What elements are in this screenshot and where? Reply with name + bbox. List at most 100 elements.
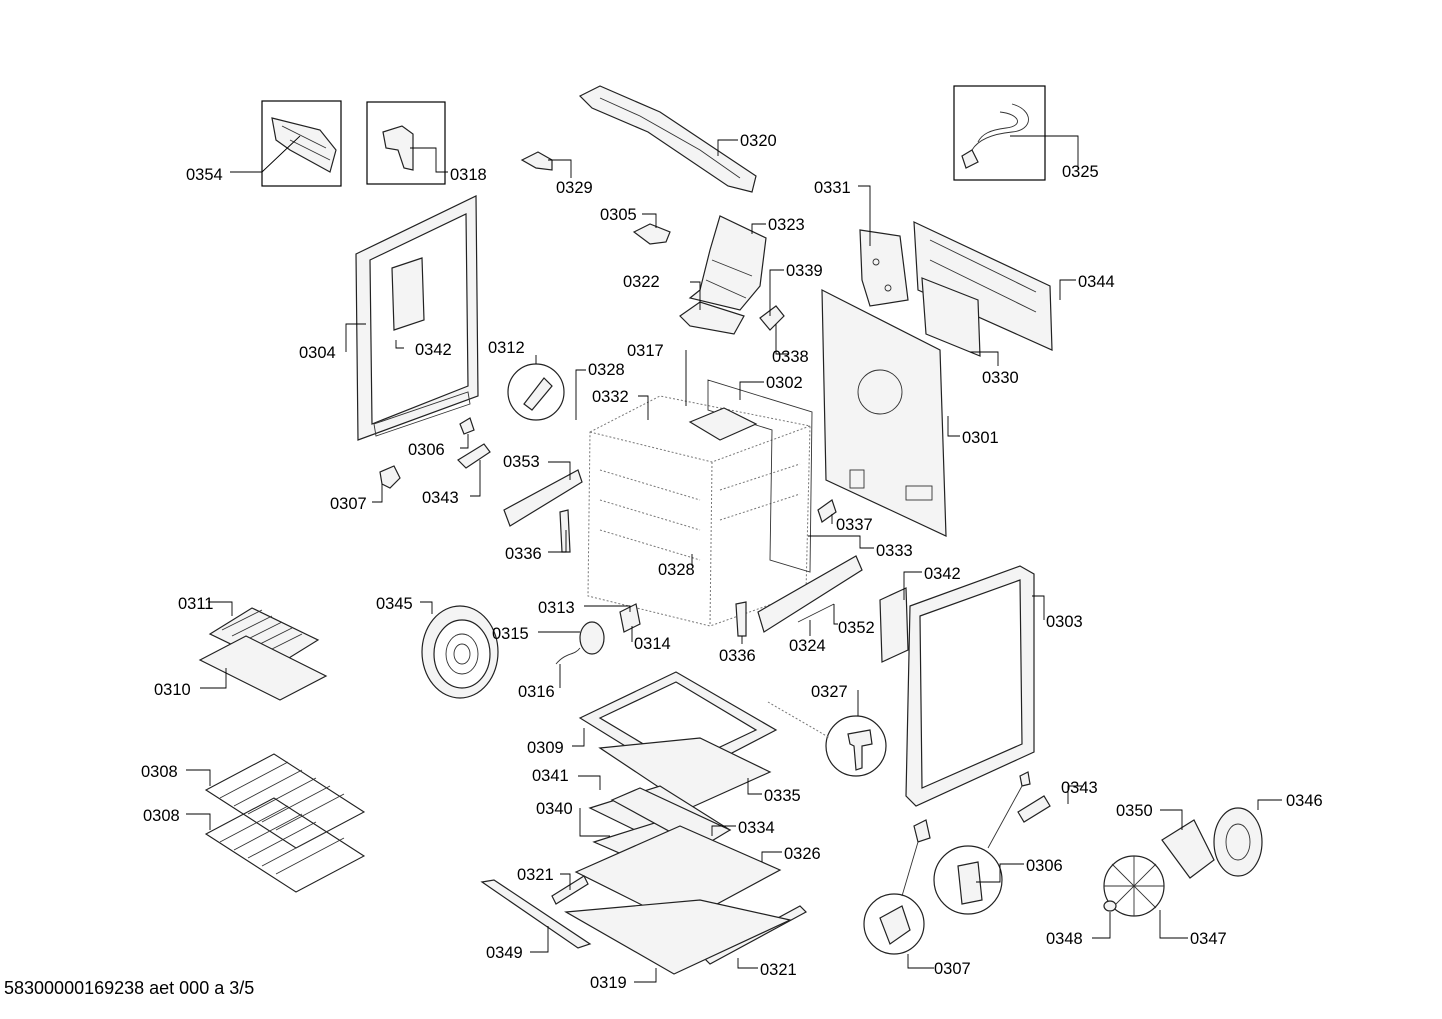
label-0324: 0324	[789, 637, 826, 655]
label-0348: 0348	[1046, 930, 1083, 948]
label-0336-right: 0336	[719, 647, 756, 665]
part-0307-hinge-b	[913, 819, 931, 843]
label-0343-lower: 0343	[1061, 779, 1098, 797]
label-0345: 0345	[376, 595, 413, 613]
label-0306-upper: 0306	[408, 441, 445, 459]
label-0349: 0349	[486, 944, 523, 962]
part-0347-fan	[1103, 855, 1165, 917]
label-0332: 0332	[592, 388, 629, 406]
part-0339-sensor	[759, 305, 785, 331]
part-0312-detail	[507, 363, 565, 421]
document-footer: 58300000169238 aet 000 a 3/5	[4, 978, 255, 998]
part-0305-clip	[632, 223, 671, 245]
label-0336-left: 0336	[505, 545, 542, 563]
label-0312: 0312	[488, 339, 525, 357]
label-0342-upper: 0342	[415, 341, 452, 359]
label-0344: 0344	[1078, 273, 1115, 291]
part-0303-door-frame	[905, 565, 1035, 807]
part-0323-duct	[688, 215, 767, 311]
label-0307-lower: 0307	[934, 960, 971, 978]
label-0346: 0346	[1286, 792, 1323, 810]
part-0324-wire	[797, 603, 835, 623]
part-0314-lamp	[619, 603, 641, 633]
part-0301-back-wall	[821, 289, 947, 537]
label-0328-lower: 0328	[658, 561, 695, 579]
label-0327: 0327	[811, 683, 848, 701]
label-0354: 0354	[186, 166, 223, 184]
label-0301: 0301	[962, 429, 999, 447]
leader-lines	[186, 135, 1282, 983]
label-0323: 0323	[768, 216, 805, 234]
label-0315: 0315	[492, 625, 529, 643]
label-0339: 0339	[786, 262, 823, 280]
label-0341: 0341	[532, 767, 569, 785]
label-0322: 0322	[623, 273, 660, 291]
part-0344-rear-panel	[913, 221, 1053, 351]
label-0333: 0333	[876, 542, 913, 560]
part-0315-lens	[579, 621, 605, 655]
label-0308-lower: 0308	[143, 807, 180, 825]
part-0349-strip	[480, 879, 592, 949]
part-0307-hinge	[379, 465, 401, 489]
label-0337: 0337	[836, 516, 873, 534]
part-0311-grille	[208, 607, 320, 667]
part-0316-wire	[555, 647, 581, 665]
part-0317-plate	[688, 407, 758, 441]
part-0322-plate	[679, 301, 745, 335]
part-0302-insulation	[707, 379, 813, 573]
label-0340: 0340	[536, 800, 573, 818]
part-0306-detail	[933, 845, 1003, 915]
label-0328-upper: 0328	[588, 361, 625, 379]
part-0318-inset	[366, 101, 446, 185]
label-0352: 0352	[838, 619, 875, 637]
label-0304: 0304	[299, 344, 336, 362]
label-0306-lower: 0306	[1026, 857, 1063, 875]
part-0353-rail	[503, 469, 583, 527]
part-0348-nut	[1103, 900, 1117, 912]
part-0319-floor	[564, 899, 792, 975]
part-0310-cover	[198, 635, 328, 701]
part-0306-small-b	[1019, 771, 1031, 787]
label-0311: 0311	[178, 595, 213, 613]
label-0334: 0334	[738, 819, 775, 837]
label-0343-upper: 0343	[422, 489, 459, 507]
part-0307-detail	[863, 893, 925, 955]
label-0326: 0326	[784, 845, 821, 863]
part-0342-panel	[879, 587, 909, 663]
label-0320: 0320	[740, 132, 777, 150]
label-0330: 0330	[982, 369, 1019, 387]
part-0331-panel	[859, 229, 909, 307]
label-0335: 0335	[764, 787, 801, 805]
label-0342-lower: 0342	[924, 565, 961, 583]
label-0321-left: 0321	[517, 866, 554, 884]
label-0350: 0350	[1116, 802, 1153, 820]
oven-cavity	[587, 395, 811, 627]
label-0302: 0302	[766, 374, 803, 392]
label-0325: 0325	[1062, 163, 1099, 181]
part-0329-clip	[520, 151, 553, 171]
part-0320-bracket	[578, 85, 757, 193]
part-0337-part	[817, 499, 837, 523]
label-0314: 0314	[634, 635, 671, 653]
label-0331: 0331	[814, 179, 851, 197]
part-0308-rack-b	[204, 797, 366, 893]
label-0318: 0318	[450, 166, 487, 184]
part-0336-slide	[559, 509, 571, 553]
label-0305: 0305	[600, 206, 637, 224]
part-0304-door-frame	[355, 195, 479, 441]
label-0307-upper: 0307	[330, 495, 367, 513]
part-0346-motor	[1213, 807, 1263, 877]
part-0327-detail	[825, 715, 887, 777]
label-0303: 0303	[1046, 613, 1083, 631]
label-0308-upper: 0308	[141, 763, 178, 781]
part-0343-hinge	[457, 443, 491, 469]
part-0330-panel	[921, 277, 981, 357]
part-0306-small	[459, 417, 475, 435]
label-0317: 0317	[627, 342, 664, 360]
part-0354-inset	[261, 100, 342, 187]
part-0336-slide-b	[735, 601, 747, 637]
label-0316: 0316	[518, 683, 555, 701]
label-0319: 0319	[590, 974, 627, 992]
part-0352-rail	[757, 555, 863, 633]
